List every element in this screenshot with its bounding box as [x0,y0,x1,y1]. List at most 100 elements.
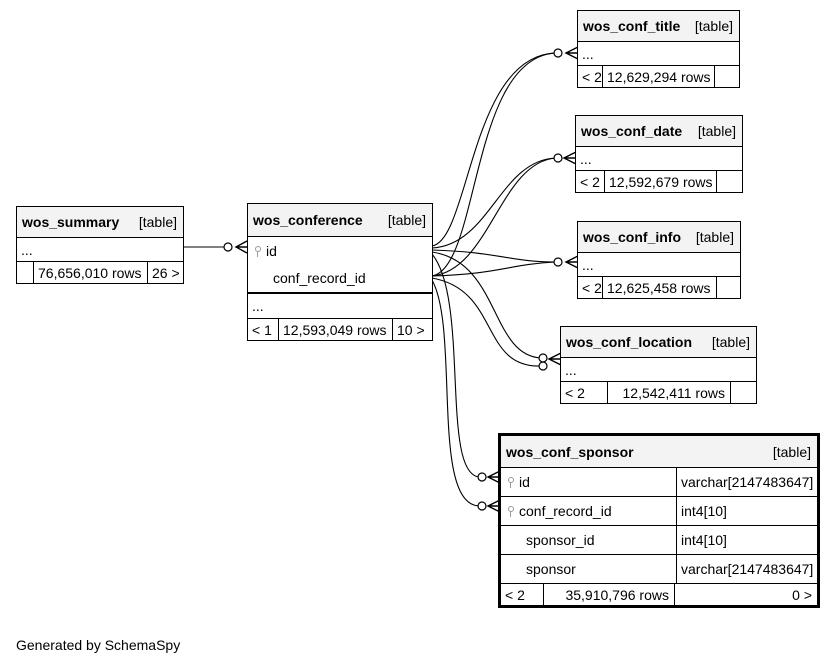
table-name: wos_conf_title [583,18,681,34]
edge-conference-date-2 [431,157,557,277]
column-name: conf_record_id [273,270,366,286]
children-count [716,171,742,192]
column-name: conf_record_id [519,503,612,519]
row-count: 12,542,411 rows [607,382,730,403]
table-header: wos_conf_date [table] [576,116,742,146]
table-wos-conf-date[interactable]: wos_conf_date [table] ... < 2 12,592,679… [575,115,743,193]
table-name: wos_conf_sponsor [506,443,634,460]
table-name: wos_conf_info [583,229,682,245]
table-type-tag: [table] [711,334,750,350]
column-name: id [519,474,530,490]
children-count: 10 > [392,319,432,340]
table-name: wos_conf_location [566,334,693,350]
table-type-tag: [table] [697,123,736,139]
table-name: wos_summary [22,214,120,230]
row-count: 35,910,796 rows [543,584,674,605]
columns-ellipsis: ... [580,150,592,167]
children-count [730,382,756,403]
edge-conference-title-1 [431,52,557,247]
row-count: 12,593,049 rows [278,319,392,340]
columns-ellipsis: ... [21,241,33,258]
table-footer: < 2 12,592,679 rows [576,170,742,192]
table-type-tag: [table] [772,443,811,460]
table-wos-conf-sponsor[interactable]: wos_conf_sponsor [table] id varchar[2147… [498,433,820,608]
table-type-tag: [table] [387,212,426,228]
edge-conference-title-2 [431,52,557,277]
edge-conference-sponsor-2 [431,279,481,507]
table-footer: 76,656,010 rows 26 > [17,261,183,283]
table-footer: < 2 12,542,411 rows [561,381,756,403]
table-header: wos_conf_location [table] [561,327,756,357]
parents-count: < 2 [580,173,600,190]
edge-conference-info-1 [431,249,557,263]
row-count: 12,592,679 rows [604,171,716,192]
parents-count: < 2 [582,68,602,85]
generated-by-footer: Generated by SchemaSpy [16,637,181,653]
columns-ellipsis-row: ... [578,252,740,276]
children-count: 26 > [147,262,183,283]
table-wos-conference[interactable]: wos_conference [table] id conf_record_id… [247,203,433,341]
table-footer: < 2 12,625,458 rows [578,276,740,298]
column-row: sponsor varchar[2147483647] [501,554,817,583]
table-footer: < 1 12,593,049 rows 10 > [248,318,432,340]
table-wos-conf-title[interactable]: wos_conf_title [table] ... < 2 12,629,29… [577,10,740,88]
parents-count: < 2 [565,384,585,401]
edge-conference-sponsor-1 [431,253,481,478]
primary-key-icon [254,245,261,257]
table-type-tag: [table] [694,18,733,34]
table-name: wos_conf_date [581,123,683,139]
table-footer: < 2 35,910,796 rows 0 > [501,583,817,605]
parents-count: < 1 [252,321,272,338]
table-header: wos_conf_sponsor [table] [501,436,817,467]
table-wos-summary[interactable]: wos_summary [table] ... 76,656,010 rows … [16,206,184,284]
columns-ellipsis: ... [565,361,577,378]
column-name-cell: id [501,468,676,496]
primary-key-icon [507,506,514,517]
edge-conference-location-1 [431,251,542,359]
columns-ellipsis-row: ... [248,292,432,318]
column-type: int4[10] [676,526,817,554]
column-type: int4[10] [676,497,817,525]
columns-ellipsis: ... [252,298,264,314]
row-count: 12,625,458 rows [602,277,716,298]
columns-ellipsis-row: ... [578,41,739,65]
columns-ellipsis-row: ... [561,357,756,381]
column-name: sponsor [526,561,576,577]
column-name-cell: conf_record_id [501,497,676,525]
column-type: varchar[2147483647] [676,468,817,496]
children-count: 0 > [674,584,817,605]
primary-key-icon [507,477,514,488]
column-row: conf_record_id [248,264,432,292]
table-header: wos_conference [table] [248,204,432,236]
table-header: wos_conf_info [table] [578,222,740,252]
edge-conference-info-2 [431,261,557,277]
column-row: conf_record_id int4[10] [501,496,817,525]
row-count: 76,656,010 rows [33,262,147,283]
parents-count: < 2 [582,279,602,296]
columns-ellipsis-row: ... [576,146,742,170]
table-wos-conf-info[interactable]: wos_conf_info [table] ... < 2 12,625,458… [577,221,741,299]
column-name: sponsor_id [526,532,595,548]
table-name: wos_conference [253,212,363,228]
parents-count [17,262,33,283]
table-wos-conf-location[interactable]: wos_conf_location [table] ... < 2 12,542… [560,326,757,404]
column-row: sponsor_id int4[10] [501,525,817,554]
table-header: wos_summary [table] [17,207,183,237]
edge-conference-location-2 [431,277,542,367]
table-footer: < 2 12,629,294 rows [578,65,739,87]
column-row: id varchar[2147483647] [501,467,817,496]
column-row: id [248,236,432,264]
children-count [714,66,739,87]
columns-ellipsis: ... [582,45,594,62]
row-count: 12,629,294 rows [602,66,714,87]
edge-conference-date-1 [431,157,557,249]
table-header: wos_conf_title [table] [578,11,739,41]
parents-count: < 2 [505,586,525,603]
table-type-tag: [table] [138,214,177,230]
columns-ellipsis-row: ... [17,237,183,261]
children-count [716,277,740,298]
table-type-tag: [table] [695,229,734,245]
column-name: id [266,242,277,259]
columns-ellipsis: ... [582,256,594,273]
